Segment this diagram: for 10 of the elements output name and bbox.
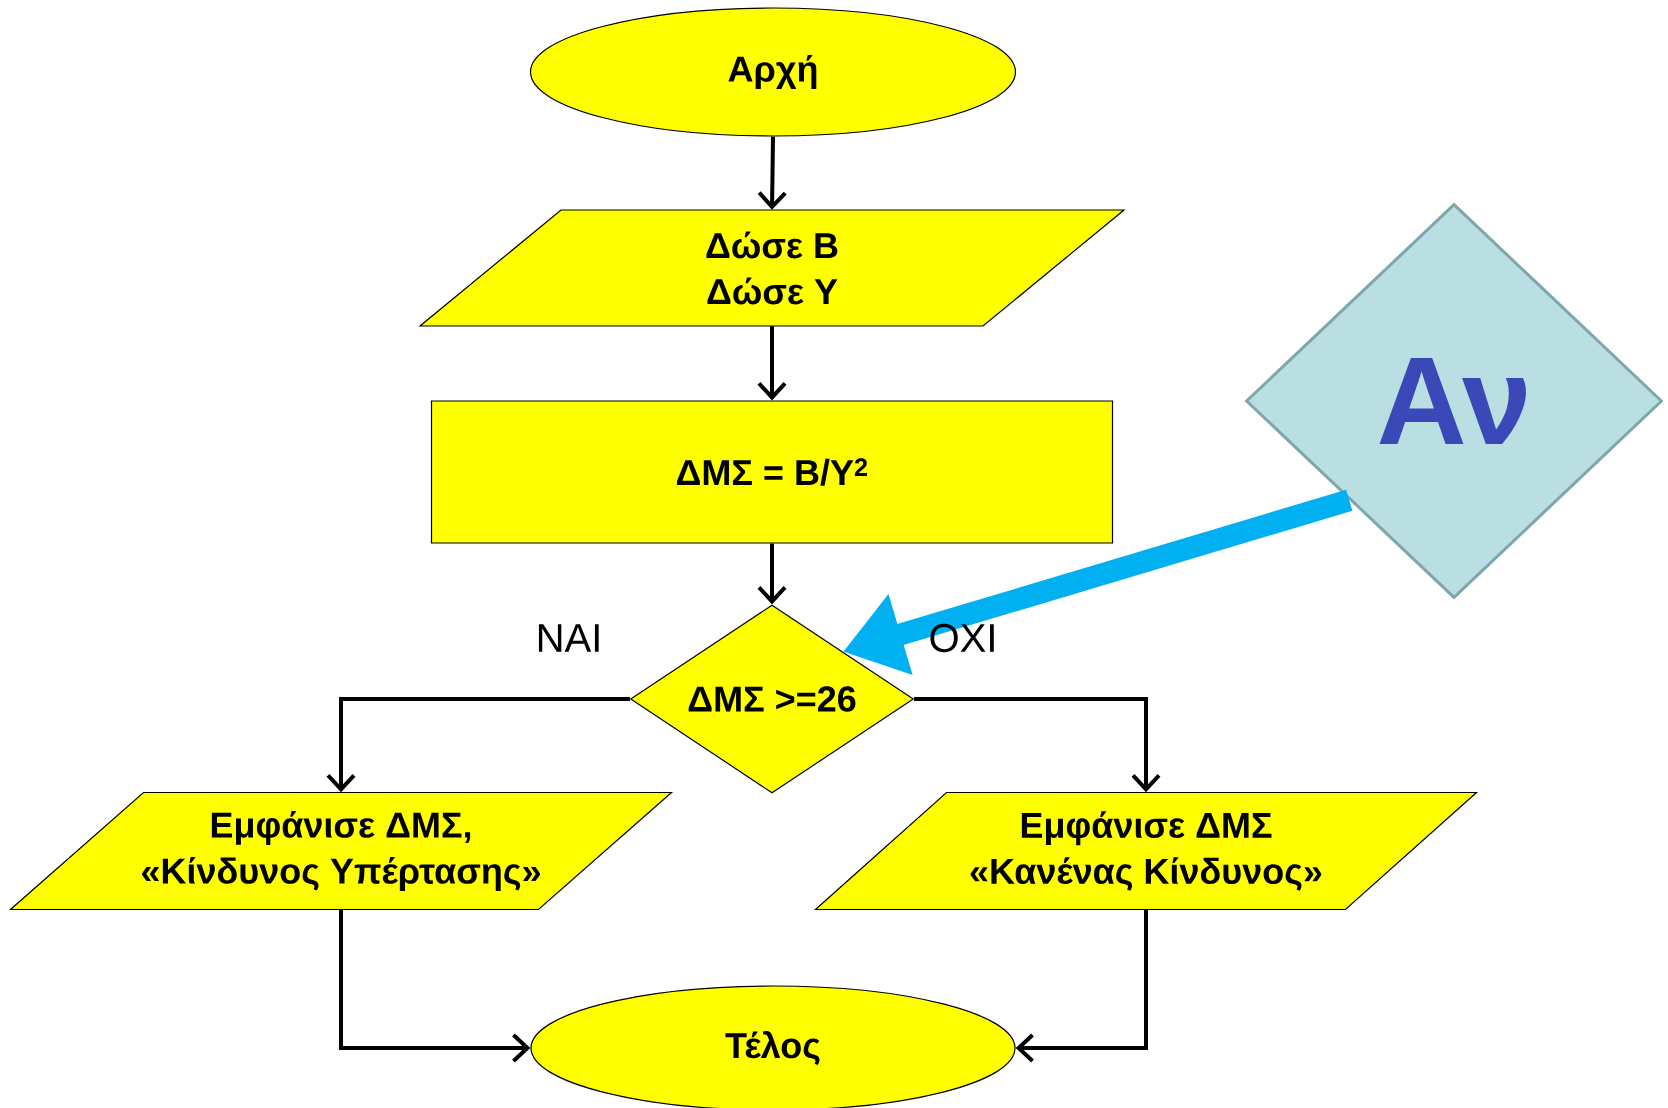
edge-label: ΝΑΙ: [538, 624, 599, 652]
arrow: [757, 543, 787, 605]
arrow: [757, 136, 787, 210]
arrow: [339, 909, 531, 1063]
edge-label: ΟΧΙ: [930, 623, 994, 653]
process-box: ΔΜΣ = Β/Υ$^{2}$: [430, 400, 1114, 544]
arrow: [757, 326, 787, 401]
arrow: [326, 697, 630, 793]
arrow: [914, 697, 1161, 793]
arrow: [1015, 909, 1148, 1063]
